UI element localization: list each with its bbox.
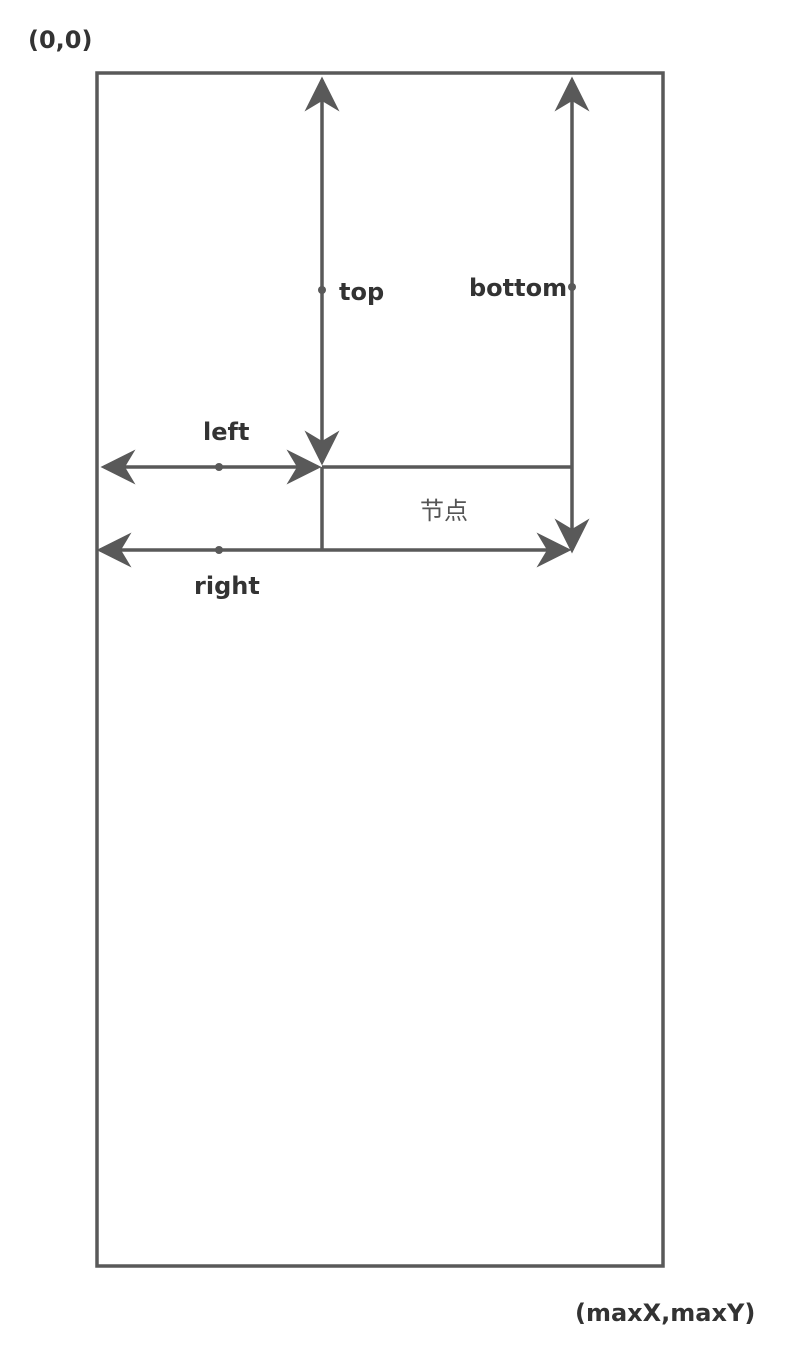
left-label: left [203, 418, 249, 446]
origin-label: (0,0) [28, 26, 92, 54]
right-label: right [194, 572, 260, 600]
top-label: top [339, 278, 384, 306]
bottom-label: bottom [469, 274, 567, 302]
right-arrow-dot [215, 546, 223, 554]
left-arrow-dot [215, 463, 223, 471]
bottom-arrow-dot [568, 283, 576, 291]
node-label: 节点 [420, 497, 468, 525]
top-arrow-dot [318, 286, 326, 294]
max-corner-label: (maxX,maxY) [575, 1299, 755, 1327]
screen-frame [95, 71, 665, 1268]
